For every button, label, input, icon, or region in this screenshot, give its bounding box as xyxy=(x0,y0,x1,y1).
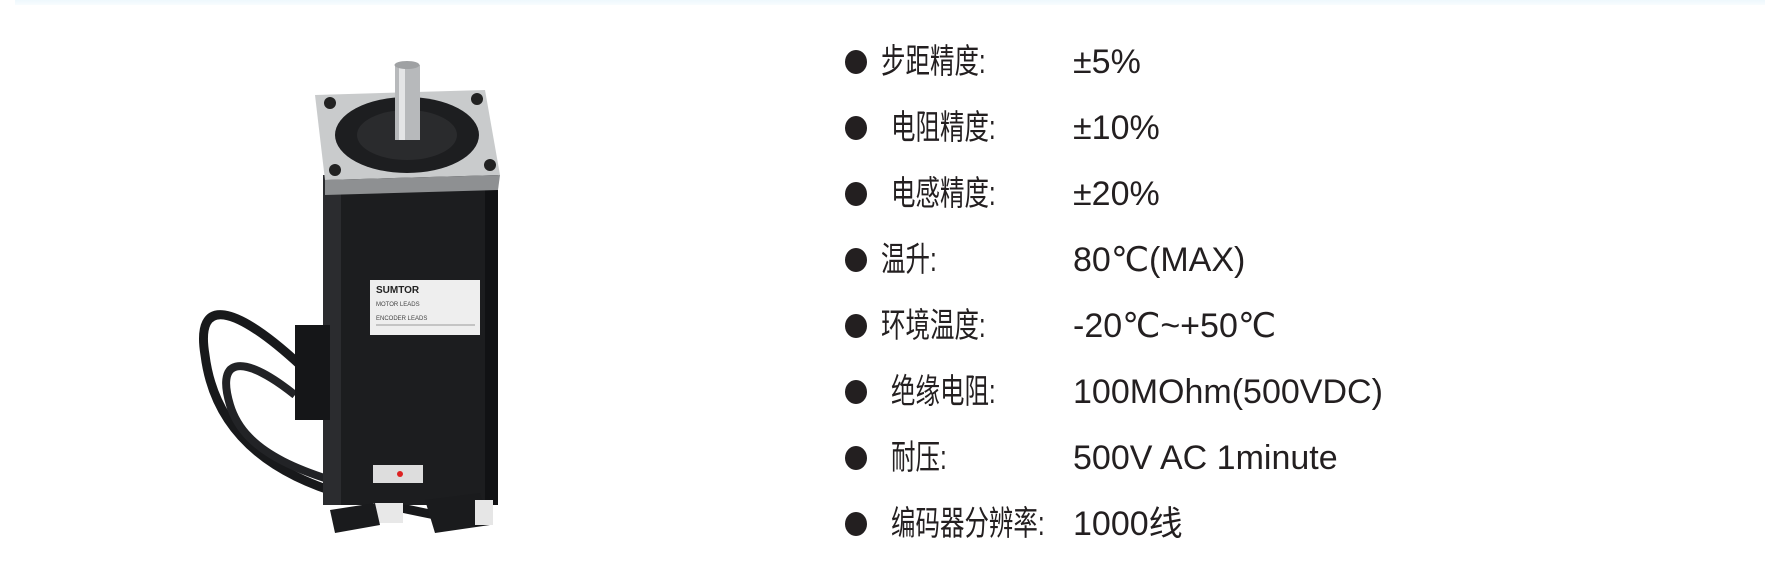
spec-value: 100MOhm(500VDC) xyxy=(1073,373,1383,411)
spec-label: 电感精度: xyxy=(891,175,996,213)
spec-row: 编码器分辨率: 1000线 xyxy=(845,500,1745,550)
bullet-icon xyxy=(845,446,867,470)
spec-row: 温升: 80℃(MAX) xyxy=(845,236,1745,286)
spec-row: 电阻精度: ±10% xyxy=(845,104,1745,154)
spec-value: ±5% xyxy=(1073,43,1141,81)
spec-label: 步距精度: xyxy=(881,43,986,81)
spec-value: -20℃~+50℃ xyxy=(1073,307,1277,345)
spec-row: 电感精度: ±20% xyxy=(845,170,1745,220)
spec-row: 绝缘电阻: 100MOhm(500VDC) xyxy=(845,368,1745,418)
encoder-connector-plug xyxy=(373,503,403,523)
bullet-icon xyxy=(845,50,867,74)
spec-value: ±10% xyxy=(1073,109,1160,147)
shaft xyxy=(395,65,420,140)
spec-label: 编码器分辨率: xyxy=(891,505,1045,543)
nameplate-brand: SUMTOR xyxy=(376,285,420,296)
spec-label: 温升: xyxy=(881,241,937,279)
spec-row: 环境温度: -20℃~+50℃ xyxy=(845,302,1745,352)
bullet-icon xyxy=(845,116,867,140)
bullet-icon xyxy=(845,182,867,206)
bullet-icon xyxy=(845,512,867,536)
spec-label: 电阻精度: xyxy=(891,109,996,147)
nameplate-line: MOTOR LEADS xyxy=(376,302,420,308)
spec-label: 耐压: xyxy=(891,439,947,477)
top-divider-strip xyxy=(15,0,1765,5)
nameplate xyxy=(370,280,480,335)
spec-value: 1000线 xyxy=(1073,505,1183,543)
spec-label: 绝缘电阻: xyxy=(891,373,996,411)
spec-value: ±20% xyxy=(1073,175,1160,213)
nameplate-line: ENCODER LEADS xyxy=(376,316,427,322)
cable-gland xyxy=(295,325,330,420)
spec-label: 环境温度: xyxy=(881,307,986,345)
spec-row: 耐压: 500V AC 1minute xyxy=(845,434,1745,484)
bullet-icon xyxy=(845,248,867,272)
motor-body xyxy=(323,175,498,505)
bullet-icon xyxy=(845,380,867,404)
bullet-icon xyxy=(845,314,867,338)
spec-row: 步距精度: ±5% xyxy=(845,38,1745,88)
spec-value: 80℃(MAX) xyxy=(1073,241,1246,279)
spec-value: 500V AC 1minute xyxy=(1073,439,1338,477)
stepper-motor-image: SUMTOR MOTOR LEADS ENCODER LEADS xyxy=(199,61,500,533)
motor-connector xyxy=(425,493,490,533)
